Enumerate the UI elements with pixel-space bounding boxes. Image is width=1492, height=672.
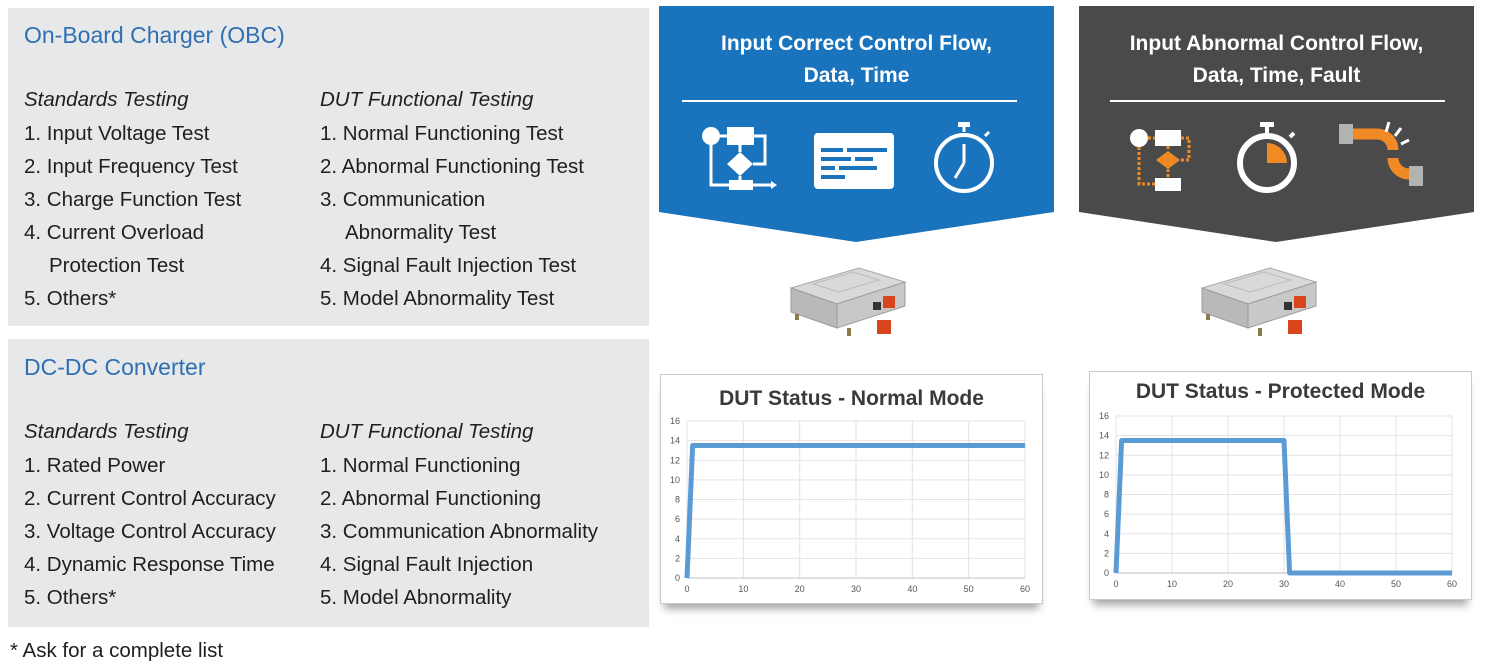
list-item: Abnormality Test [345, 221, 497, 244]
list-item: 3. Charge Function Test [24, 188, 242, 211]
obc-standards-heading: Standards Testing [24, 88, 189, 111]
y-tick-label: 8 [675, 495, 680, 505]
correct-banner-title: Input Correct Control Flow, Data, Time [659, 28, 1054, 92]
chart-protected-plot: 0 2 4 6 8 10 12 14 16 0 10 20 30 40 50 60 [1099, 411, 1457, 589]
stopwatch-partial-icon [1237, 122, 1297, 193]
correct-input-banner: Input Correct Control Flow, Data, Time [659, 6, 1054, 242]
list-item: 5. Others* [24, 586, 117, 609]
y-tick-label: 0 [675, 573, 680, 583]
x-tick-label: 10 [1167, 579, 1177, 589]
series-line [1113, 438, 1452, 576]
y-tick-label: 4 [675, 534, 680, 544]
y-tick-label: 16 [670, 416, 680, 426]
y-tick-label: 2 [675, 553, 680, 563]
correct-banner-divider [682, 100, 1017, 102]
list-item: 5. Others* [24, 287, 117, 310]
x-tick-label: 30 [1279, 579, 1289, 589]
list-item: Protection Test [49, 254, 185, 277]
x-tick-label: 20 [795, 584, 805, 594]
y-tick-label: 0 [1104, 568, 1109, 578]
dcdc-dut-column: DUT Functional Testing 1. Normal Functio… [320, 420, 598, 614]
list-item: 5. Model Abnormality [320, 586, 512, 609]
abnormal-banner-title: Input Abnormal Control Flow, Data, Time,… [1079, 28, 1474, 92]
stopwatch-icon [934, 122, 994, 193]
chart-title: DUT Status - Protected Mode [1135, 380, 1426, 403]
list-item: 4. Current Overload [24, 221, 205, 244]
obc-dut-column: DUT Functional Testing 1. Normal Functio… [320, 88, 584, 315]
list-item: 4. Signal Fault Injection Test [320, 254, 577, 277]
dcdc-panel: DC-DC Converter Standards Testing 1. Rat… [8, 339, 649, 627]
y-tick-label: 10 [670, 475, 680, 485]
x-tick-label: 10 [738, 584, 748, 594]
abnormal-banner-line1: Input Abnormal Control Flow, [1129, 32, 1424, 55]
abnormal-banner-divider [1110, 100, 1445, 102]
list-item: 4. Signal Fault Injection [320, 553, 534, 576]
chart-normal-plot: 0 2 4 6 8 10 12 14 16 0 10 20 30 40 50 60 [670, 416, 1030, 594]
correct-banner-line1: Input Correct Control Flow, [720, 32, 993, 55]
obc-dut-heading: DUT Functional Testing [320, 88, 534, 111]
y-tick-label: 4 [1104, 529, 1109, 539]
dcdc-standards-heading: Standards Testing [24, 420, 189, 443]
list-item: 2. Abnormal Functioning [320, 487, 542, 510]
y-tick-label: 8 [1104, 490, 1109, 500]
correct-banner-bg [659, 6, 1054, 242]
dcdc-dut-heading: DUT Functional Testing [320, 420, 534, 443]
data-list-icon [814, 133, 894, 189]
list-item: 2. Current Control Accuracy [24, 487, 276, 510]
list-item: 1. Normal Functioning [320, 454, 521, 477]
x-tick-label: 50 [1391, 579, 1401, 589]
dcdc-title: DC-DC Converter [24, 354, 206, 380]
list-item: 1. Rated Power [24, 454, 166, 477]
x-tick-label: 0 [1113, 579, 1118, 589]
dut-device-image-protected [1200, 267, 1318, 336]
list-item: 5. Model Abnormality Test [320, 287, 555, 310]
y-tick-label: 14 [1099, 431, 1109, 441]
abnormal-banner-line2: Data, Time, Fault [1192, 64, 1361, 87]
chart-normal-mode: DUT Status - Normal Mode 0 2 4 6 8 10 12 14 16 0 1… [660, 374, 1043, 604]
broken-pipe-icon [1339, 121, 1423, 186]
obc-panel: On-Board Charger (OBC) Standards Testing… [8, 8, 649, 326]
dut-device-image-normal [789, 267, 907, 336]
list-item: 3. Voltage Control Accuracy [24, 520, 276, 543]
chart-title: DUT Status - Normal Mode [719, 387, 984, 410]
x-tick-label: 0 [684, 584, 689, 594]
list-item: 1. Input Voltage Test [24, 122, 210, 145]
y-tick-label: 6 [1104, 509, 1109, 519]
chart-protected-mode: DUT Status - Protected Mode 0 2 4 6 8 10 12 14 1… [1089, 371, 1472, 600]
y-tick-label: 12 [1099, 450, 1109, 460]
dcdc-standards-column: Standards Testing 1. Rated Power 2. Curr… [24, 420, 276, 614]
obc-standards-column: Standards Testing 1. Input Voltage Test … [24, 88, 241, 315]
list-item: 3. Communication [320, 188, 486, 211]
y-tick-label: 16 [1099, 411, 1109, 421]
x-tick-label: 60 [1020, 584, 1030, 594]
x-tick-label: 40 [907, 584, 917, 594]
x-tick-label: 40 [1335, 579, 1345, 589]
y-tick-label: 6 [675, 514, 680, 524]
x-tick-label: 20 [1223, 579, 1233, 589]
list-item: 1. Normal Functioning Test [320, 122, 564, 145]
correct-banner-line2: Data, Time [803, 64, 910, 87]
list-item: 2. Input Frequency Test [24, 155, 238, 178]
y-tick-label: 10 [1099, 470, 1109, 480]
list-item: 2. Abnormal Functioning Test [320, 155, 584, 178]
flowchart-icon [702, 127, 777, 190]
flowchart-fault-icon [1130, 129, 1191, 191]
x-tick-label: 30 [851, 584, 861, 594]
x-tick-label: 60 [1447, 579, 1457, 589]
y-tick-label: 14 [670, 436, 680, 446]
x-tick-label: 50 [964, 584, 974, 594]
correct-banner-shape [659, 6, 1054, 242]
list-item: 3. Communication Abnormality [320, 520, 599, 543]
series-line [684, 443, 1025, 579]
abnormal-input-banner: Input Abnormal Control Flow, Data, Time,… [1079, 6, 1474, 242]
footnote: * Ask for a complete list [10, 639, 224, 662]
y-tick-label: 12 [670, 455, 680, 465]
obc-title: On-Board Charger (OBC) [24, 22, 285, 48]
y-tick-label: 2 [1104, 548, 1109, 558]
list-item: 4. Dynamic Response Time [24, 553, 275, 576]
